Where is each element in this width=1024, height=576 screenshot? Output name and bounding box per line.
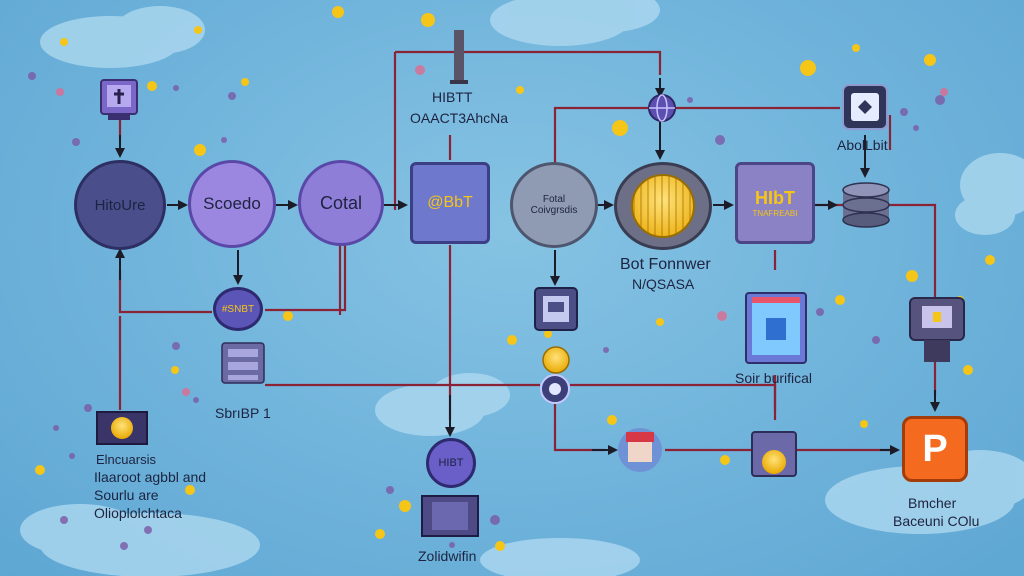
label-soir: Soir burifical	[735, 370, 813, 386]
tower-icon	[450, 30, 468, 84]
label-elec-line1: Elncuarsis	[96, 452, 156, 467]
node-abt-label: @BbT	[427, 194, 473, 211]
connectors	[118, 50, 937, 452]
coin-node[interactable]	[614, 162, 712, 250]
coin-bag-icon	[751, 431, 797, 477]
database-icon	[842, 182, 890, 228]
app-tile-icon[interactable]: P	[902, 416, 968, 482]
node-hitoure-label: HitoUre	[94, 196, 146, 214]
label-sbr: SbrıBP 1	[215, 405, 271, 421]
badge-hibt[interactable]: HIBT	[426, 438, 476, 488]
label-elec-line2: Ilaaroot agbbl and	[94, 469, 207, 485]
node-hibt-box[interactable]: HIbT TNAFREABI	[735, 162, 815, 244]
node-abt[interactable]: @BbT	[410, 162, 490, 244]
node-fotal[interactable]: Fotal Coivgrsdis	[510, 162, 598, 248]
label-bricher-line2: Baceuni COlu	[893, 513, 980, 529]
globe-icon	[648, 94, 676, 122]
badge-snbt[interactable]: #SNBT	[213, 287, 263, 331]
node-scoedo[interactable]: Scoedo	[188, 160, 276, 248]
character-icon	[618, 428, 662, 472]
kiosk-icon	[534, 287, 578, 331]
label-elec-line4: Olioplolchtaca	[94, 505, 182, 521]
cross-monitor-icon	[100, 79, 138, 120]
node-hitoure[interactable]: HitoUre	[74, 160, 166, 250]
server-icon	[221, 342, 265, 384]
coin-icon	[631, 174, 695, 238]
label-bot-line1: Bot Fonnwer	[620, 256, 711, 273]
label-elec-line3: Sourlu are	[94, 487, 159, 503]
node-hibt-box-sub: TNAFREABI	[752, 209, 798, 218]
display-icon	[745, 292, 807, 364]
node-hibt-box-label: HIbT	[755, 188, 795, 208]
arrows	[115, 78, 940, 455]
sparkles	[28, 6, 995, 551]
robot-icon	[909, 297, 965, 362]
label-hibtt: HIBTT	[432, 89, 473, 105]
node-fotal-label: Fotal	[542, 194, 566, 205]
node-scoedo-label: Scoedo	[203, 194, 261, 213]
tablet-icon	[842, 84, 888, 130]
node-fotal-sub: Coivgrsdis	[530, 205, 578, 216]
label-hibtt-sub: OAACT3AhcNa	[410, 110, 509, 126]
badge-snbt-label: #SNBT	[221, 303, 255, 315]
coin-icon	[540, 346, 570, 404]
label-abolbit: AbolLbit	[837, 137, 888, 153]
node-cotal-label: Cotal	[319, 192, 363, 213]
label-bot-line2: N/QSASA	[632, 276, 695, 292]
node-cotal[interactable]: Cotal	[298, 160, 384, 246]
box-icon	[421, 495, 479, 537]
coin-box-icon	[96, 411, 148, 445]
label-bricher-line1: Bmcher	[908, 495, 957, 511]
app-tile-glyph: P	[922, 427, 948, 470]
badge-hibt-label: HIBT	[438, 457, 464, 469]
label-zolid: Zolidwifin	[418, 548, 477, 564]
